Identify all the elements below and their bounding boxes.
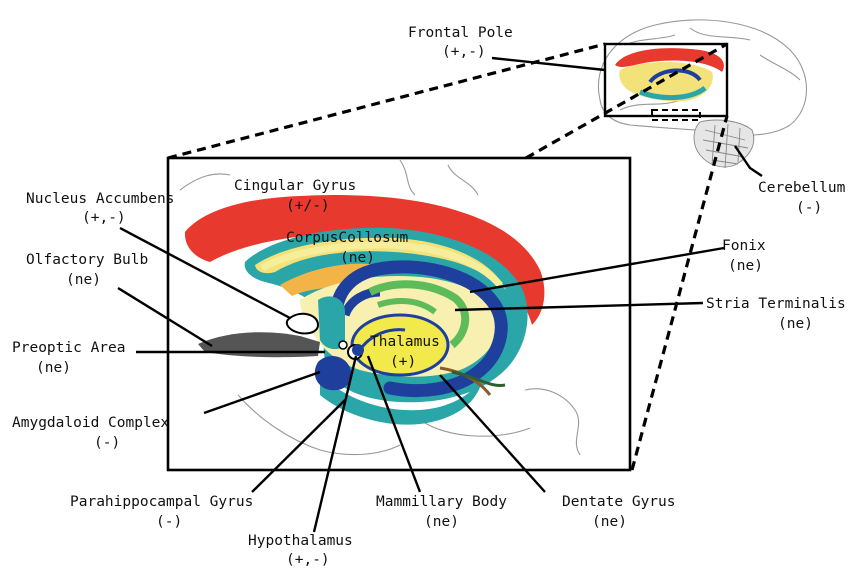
label-name: Cerebellum bbox=[758, 180, 846, 196]
label-effect: (ne) bbox=[778, 316, 813, 332]
label-dentate-gyrus: Dentate Gyrus (ne) bbox=[562, 494, 676, 530]
label-name: CorpusCollosum bbox=[286, 230, 408, 246]
label-effect: (ne) bbox=[592, 514, 627, 530]
label-effect: (-) bbox=[796, 200, 822, 216]
nucleus-accumbens-shape bbox=[287, 314, 318, 334]
label-frontal-pole: Frontal Pole (+,-) bbox=[408, 25, 513, 60]
label-effect: (+) bbox=[390, 354, 416, 370]
label-name: Mammillary Body bbox=[376, 494, 507, 510]
label-amygdaloid-complex: Amygdaloid Complex (-) bbox=[12, 415, 169, 451]
label-name: Amygdaloid Complex bbox=[12, 415, 169, 431]
label-name: Hypothalamus bbox=[248, 533, 353, 549]
label-fonix: Fonix (ne) bbox=[722, 238, 766, 274]
label-effect: (ne) bbox=[66, 272, 101, 288]
label-effect: (+,-) bbox=[82, 210, 126, 226]
label-nucleus-accumbens: Nucleus Accumbens (+,-) bbox=[26, 191, 174, 226]
label-effect: (+,-) bbox=[442, 44, 486, 60]
label-effect: (-) bbox=[94, 435, 120, 451]
label-effect: (ne) bbox=[340, 250, 375, 266]
label-name: Stria Terminalis bbox=[706, 296, 846, 312]
hypothalamus-shape bbox=[352, 344, 364, 356]
label-name: Cingular Gyrus bbox=[234, 178, 356, 194]
label-cerebellum: Cerebellum (-) bbox=[758, 180, 846, 216]
label-name: Dentate Gyrus bbox=[562, 494, 676, 510]
label-name: Preoptic Area bbox=[12, 340, 126, 356]
label-name: Olfactory Bulb bbox=[26, 252, 148, 268]
label-name: Fonix bbox=[722, 238, 766, 254]
label-hypothalamus: Hypothalamus (+,-) bbox=[248, 533, 353, 568]
label-parahippocampal-gyrus: Parahippocampal Gyrus (-) bbox=[70, 494, 253, 530]
label-name: Frontal Pole bbox=[408, 25, 513, 41]
label-name: Nucleus Accumbens bbox=[26, 191, 174, 207]
label-olfactory-bulb: Olfactory Bulb (ne) bbox=[26, 252, 148, 288]
label-name: Thalamus bbox=[370, 334, 440, 350]
label-stria-terminalis: Stria Terminalis (ne) bbox=[706, 296, 846, 332]
label-effect: (+/-) bbox=[286, 198, 330, 214]
label-effect: (-) bbox=[156, 514, 182, 530]
label-effect: (ne) bbox=[424, 514, 459, 530]
label-effect: (ne) bbox=[728, 258, 763, 274]
label-mammillary-body: Mammillary Body (ne) bbox=[376, 494, 507, 530]
label-effect: (+,-) bbox=[286, 552, 330, 568]
brain-thumbnail bbox=[598, 20, 806, 168]
label-effect: (ne) bbox=[36, 360, 71, 376]
label-preoptic-area: Preoptic Area (ne) bbox=[12, 340, 126, 376]
label-name: Parahippocampal Gyrus bbox=[70, 494, 253, 510]
